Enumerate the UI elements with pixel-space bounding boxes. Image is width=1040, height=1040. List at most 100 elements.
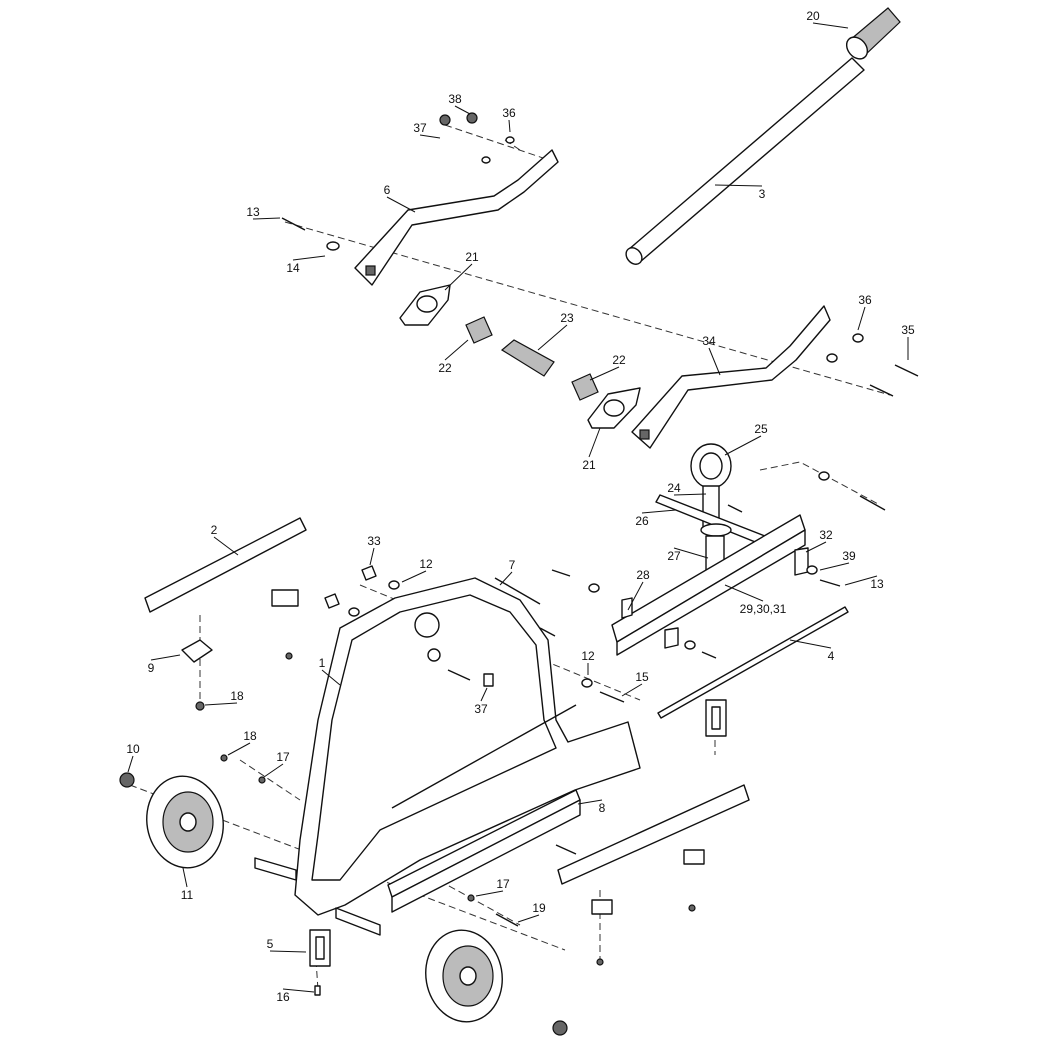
callout-22b: 22 bbox=[612, 353, 626, 367]
leader-line bbox=[480, 687, 488, 702]
callout-9: 9 bbox=[148, 661, 155, 675]
callout-21b: 21 bbox=[582, 458, 596, 472]
leader-line bbox=[621, 683, 643, 697]
callout-14: 14 bbox=[286, 261, 300, 275]
leader-line bbox=[708, 347, 721, 376]
leader-line bbox=[252, 217, 281, 220]
callout-21a: 21 bbox=[465, 250, 479, 264]
leader-line bbox=[537, 324, 568, 351]
callout-3: 3 bbox=[759, 187, 766, 201]
callout-2: 2 bbox=[211, 523, 218, 537]
callout-8: 8 bbox=[599, 801, 606, 815]
leader-line bbox=[508, 119, 511, 133]
left-arm bbox=[354, 149, 559, 286]
callout-15: 15 bbox=[635, 670, 649, 684]
pivot-shaft bbox=[500, 339, 555, 377]
callout-36a: 36 bbox=[502, 106, 516, 120]
callout-13b: 13 bbox=[870, 577, 884, 591]
leader-line bbox=[369, 547, 375, 566]
leader-line bbox=[401, 570, 427, 583]
callout-17a: 17 bbox=[276, 750, 290, 764]
callout-1: 1 bbox=[319, 656, 326, 670]
callout-leaders bbox=[127, 22, 909, 993]
leader-line bbox=[204, 702, 238, 706]
leader-line bbox=[263, 763, 284, 778]
leader-line bbox=[386, 196, 416, 213]
callout-29_31: 29,30,31 bbox=[740, 602, 787, 616]
callout-11: 11 bbox=[181, 888, 194, 902]
leader-line bbox=[269, 950, 307, 953]
callout-35: 35 bbox=[901, 323, 915, 337]
wheel bbox=[146, 775, 224, 869]
callout-26: 26 bbox=[635, 514, 649, 528]
callout-12b: 12 bbox=[581, 649, 595, 663]
top-plate bbox=[144, 517, 307, 613]
leader-line bbox=[789, 639, 832, 649]
callout-36b: 36 bbox=[858, 293, 872, 307]
callout-25: 25 bbox=[754, 422, 768, 436]
leader-line bbox=[213, 536, 239, 556]
leader-line bbox=[321, 669, 341, 686]
leader-line bbox=[419, 134, 441, 139]
callout-16: 16 bbox=[276, 990, 290, 1004]
leader-line bbox=[724, 584, 764, 602]
leader-line bbox=[844, 575, 878, 586]
callout-23: 23 bbox=[560, 311, 574, 325]
leader-line bbox=[714, 184, 763, 187]
callout-labels: 2033836376131421232222213635342524262728… bbox=[126, 9, 915, 1004]
callout-24: 24 bbox=[667, 481, 681, 495]
leader-line bbox=[517, 914, 540, 923]
rod bbox=[657, 606, 849, 719]
callout-10: 10 bbox=[126, 742, 140, 756]
leader-line bbox=[805, 541, 827, 553]
callout-6: 6 bbox=[384, 183, 391, 197]
callout-20: 20 bbox=[806, 9, 820, 23]
right-arm bbox=[631, 305, 831, 449]
callout-19: 19 bbox=[532, 901, 546, 915]
leader-line bbox=[454, 105, 471, 115]
callout-37a: 37 bbox=[413, 121, 427, 135]
callout-13a: 13 bbox=[246, 205, 260, 219]
callout-28: 28 bbox=[636, 568, 650, 582]
leader-line bbox=[444, 263, 473, 291]
callout-12a: 12 bbox=[419, 557, 433, 571]
leader-line bbox=[641, 509, 677, 514]
callout-17b: 17 bbox=[496, 877, 510, 891]
leader-line bbox=[182, 867, 188, 888]
leader-line bbox=[475, 890, 504, 897]
parts bbox=[119, 7, 919, 1036]
base-plate bbox=[557, 784, 750, 885]
callout-34: 34 bbox=[702, 334, 716, 348]
callout-18a: 18 bbox=[230, 689, 244, 703]
callout-7: 7 bbox=[509, 558, 516, 572]
leader-line bbox=[627, 581, 644, 611]
leader-line bbox=[577, 799, 603, 805]
callout-37b: 37 bbox=[474, 702, 488, 716]
leader-line bbox=[819, 562, 850, 571]
wheel bbox=[425, 929, 503, 1023]
leader-line bbox=[673, 493, 707, 496]
leader-line bbox=[724, 435, 762, 456]
leader-line bbox=[444, 339, 469, 361]
leader-line bbox=[673, 547, 709, 559]
callout-39: 39 bbox=[842, 549, 856, 563]
leader-line bbox=[292, 255, 326, 261]
callout-18b: 18 bbox=[243, 729, 257, 743]
leader-line bbox=[588, 427, 601, 458]
callout-32: 32 bbox=[819, 528, 833, 542]
callout-33: 33 bbox=[367, 534, 381, 548]
leader-line bbox=[857, 306, 866, 331]
leader-line bbox=[812, 22, 849, 29]
leader-line bbox=[589, 366, 620, 381]
leader-line bbox=[282, 988, 315, 993]
handle-tube bbox=[627, 57, 865, 263]
callout-22a: 22 bbox=[438, 361, 452, 375]
callout-5: 5 bbox=[267, 937, 274, 951]
callout-4: 4 bbox=[828, 649, 835, 663]
leader-line bbox=[150, 654, 181, 661]
leader-line bbox=[227, 742, 251, 756]
callout-27: 27 bbox=[667, 549, 681, 563]
leader-line bbox=[127, 755, 134, 773]
callout-38: 38 bbox=[448, 92, 462, 106]
